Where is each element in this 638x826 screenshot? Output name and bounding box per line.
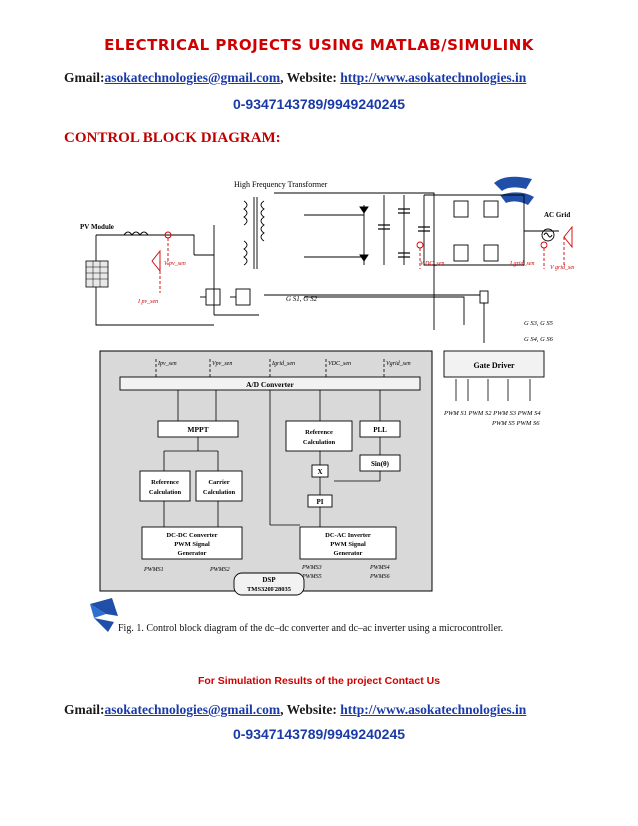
pwm-out-s2: PWMS2 xyxy=(209,567,230,573)
pi-block xyxy=(307,494,333,508)
power-wiring xyxy=(95,192,559,330)
pwm-out-s3: PWMS3 xyxy=(301,565,322,571)
pll-block xyxy=(359,420,401,438)
gate-driver-inputs xyxy=(455,379,531,401)
dcac-pwm-label-3: Generator xyxy=(334,550,363,557)
diode-d1-icon xyxy=(359,206,369,214)
carrier-calc-block xyxy=(195,470,243,502)
simulation-note: For Simulation Results of the project Co… xyxy=(197,675,441,687)
inv-reference-calc-label: Reference xyxy=(305,429,333,436)
sensor-label-ipv: Ipv_sen xyxy=(157,361,177,367)
inverter-switches-icon xyxy=(453,200,499,262)
input-inductor-icon xyxy=(123,231,149,236)
igrid-sen-label: I grid_sen xyxy=(509,261,535,267)
dsp-model-label: TMS320F28035 xyxy=(247,586,292,593)
gate-wiring xyxy=(304,290,489,343)
pll-label: PLL xyxy=(373,426,387,434)
dcac-pwm-generator-block xyxy=(299,526,397,560)
pwm-inputs-label: PWM S1 PWM S2 PWM S3 PWM S4 xyxy=(443,410,541,417)
pwm-inputs-label-2: PWM S5 PWM S6 xyxy=(491,420,540,427)
dcdc-reference-calc-label-2: Calculation xyxy=(149,489,182,496)
phone-number-bottom: 0-9347143789/9949240245 xyxy=(232,726,406,742)
gate-label-s3s5: G S3, G S5 xyxy=(524,320,554,327)
gate-label-s4s6: G S4, G S6 xyxy=(524,336,554,343)
email-link-bottom[interactable]: asokatechnologies@gmail.com xyxy=(104,702,281,717)
sensor-probes xyxy=(151,225,573,293)
ad-converter-label: A/D Converter xyxy=(246,380,294,389)
vpv-sen-label: V pv_sen xyxy=(164,261,186,267)
gate-driver-block xyxy=(443,350,545,378)
dcdc-reference-calc-label: Reference xyxy=(151,479,179,486)
ipv-sen-label: I pv_sen xyxy=(137,299,158,305)
pwm-out-s1: PWMS1 xyxy=(143,567,164,573)
inv-reference-calc-label-2: Calculation xyxy=(303,439,336,446)
page-title: Electrical Projects Using Matlab/Simulin… xyxy=(104,36,534,54)
website-label: , Website: xyxy=(280,70,341,85)
carrier-calc-label: Carrier xyxy=(208,479,229,486)
pwm-out-s6: PWMS6 xyxy=(369,574,390,580)
sensor-input-arrows xyxy=(155,359,385,377)
capacitor-icon xyxy=(378,208,430,258)
website-link-bottom[interactable]: http://www.asokatechnologies.in xyxy=(340,702,527,717)
multiplier-label: X xyxy=(317,468,322,476)
website-label-bottom: , Website: xyxy=(280,702,341,717)
pi-label: PI xyxy=(317,498,324,506)
gate-label-s1s2: G S1, G S2 xyxy=(286,295,318,303)
gmail-label: Gmail: xyxy=(64,70,105,85)
switch-s2-icon xyxy=(230,288,251,306)
sensor-label-igrid: Igrid_sen xyxy=(271,361,295,367)
sensor-label-vgrid: Vgrid_sen xyxy=(386,361,411,367)
contact-line-top: Gmail:asokatechnologies@gmail.com, Websi… xyxy=(64,70,526,86)
pv-module-label: PV Module xyxy=(80,223,114,231)
pwm-out-s5: PWMS5 xyxy=(301,574,322,580)
sin-label: Sin(θ) xyxy=(371,460,390,468)
dcac-pwm-label-1: DC-AC Inverter xyxy=(325,532,371,539)
dsp-badge xyxy=(233,572,305,596)
switch-s1-icon xyxy=(200,288,221,306)
gate-driver-label: Gate Driver xyxy=(473,361,515,370)
dcdc-pwm-label-1: DC-DC Converter xyxy=(166,532,217,539)
logo-fragment-icon xyxy=(494,176,534,205)
email-link[interactable]: asokatechnologies@gmail.com xyxy=(104,70,281,85)
dcdc-pwm-label-2: PWM Signal xyxy=(174,541,210,548)
grid-source-icon xyxy=(541,228,555,242)
website-link[interactable]: http://www.asokatechnologies.in xyxy=(340,70,527,85)
ac-grid-label: AC Grid xyxy=(544,211,570,219)
vgrid-sen-label: V grid_sen xyxy=(550,265,574,271)
pv-panel-icon xyxy=(85,260,109,288)
dsp-label: DSP xyxy=(262,576,276,584)
vdc-sen-label: V DC_sen xyxy=(420,261,444,267)
inv-reference-calc-block xyxy=(285,420,353,452)
dcac-pwm-label-2: PWM Signal xyxy=(330,541,366,548)
hf-transformer-label: High Frequency Transformer xyxy=(234,180,328,189)
sin-block xyxy=(359,454,401,472)
carrier-calc-label-2: Calculation xyxy=(203,489,236,496)
dcdc-pwm-label-3: Generator xyxy=(178,550,207,557)
mppt-label: MPPT xyxy=(187,425,208,434)
phone-number: 0-9347143789/9949240245 xyxy=(232,96,406,112)
dcdc-reference-calc-block xyxy=(139,470,191,502)
diode-d2-icon xyxy=(359,254,369,262)
contact-line-bottom: Gmail:asokatechnologies@gmail.com, Websi… xyxy=(64,702,526,718)
company-logo-icon xyxy=(90,598,118,632)
pwm-out-s4: PWMS4 xyxy=(369,564,390,571)
mppt-block xyxy=(157,420,239,438)
control-wiring xyxy=(163,390,381,527)
control-block-diagram: High Frequency Transformer PV Module AC … xyxy=(80,176,574,596)
figure-caption: Fig. 1. Control block diagram of the dc–… xyxy=(118,623,504,634)
transformer-icon xyxy=(243,197,265,269)
gmail-label-bottom: Gmail: xyxy=(64,702,105,717)
sensor-label-vpv: Vpv_sen xyxy=(212,361,232,367)
sensor-label-vdc: VDC_sen xyxy=(328,361,351,367)
section-heading: CONTROL BLOCK DIAGRAM: xyxy=(64,130,281,146)
multiplier-block xyxy=(311,464,329,478)
dcdc-pwm-generator-block xyxy=(141,526,243,560)
